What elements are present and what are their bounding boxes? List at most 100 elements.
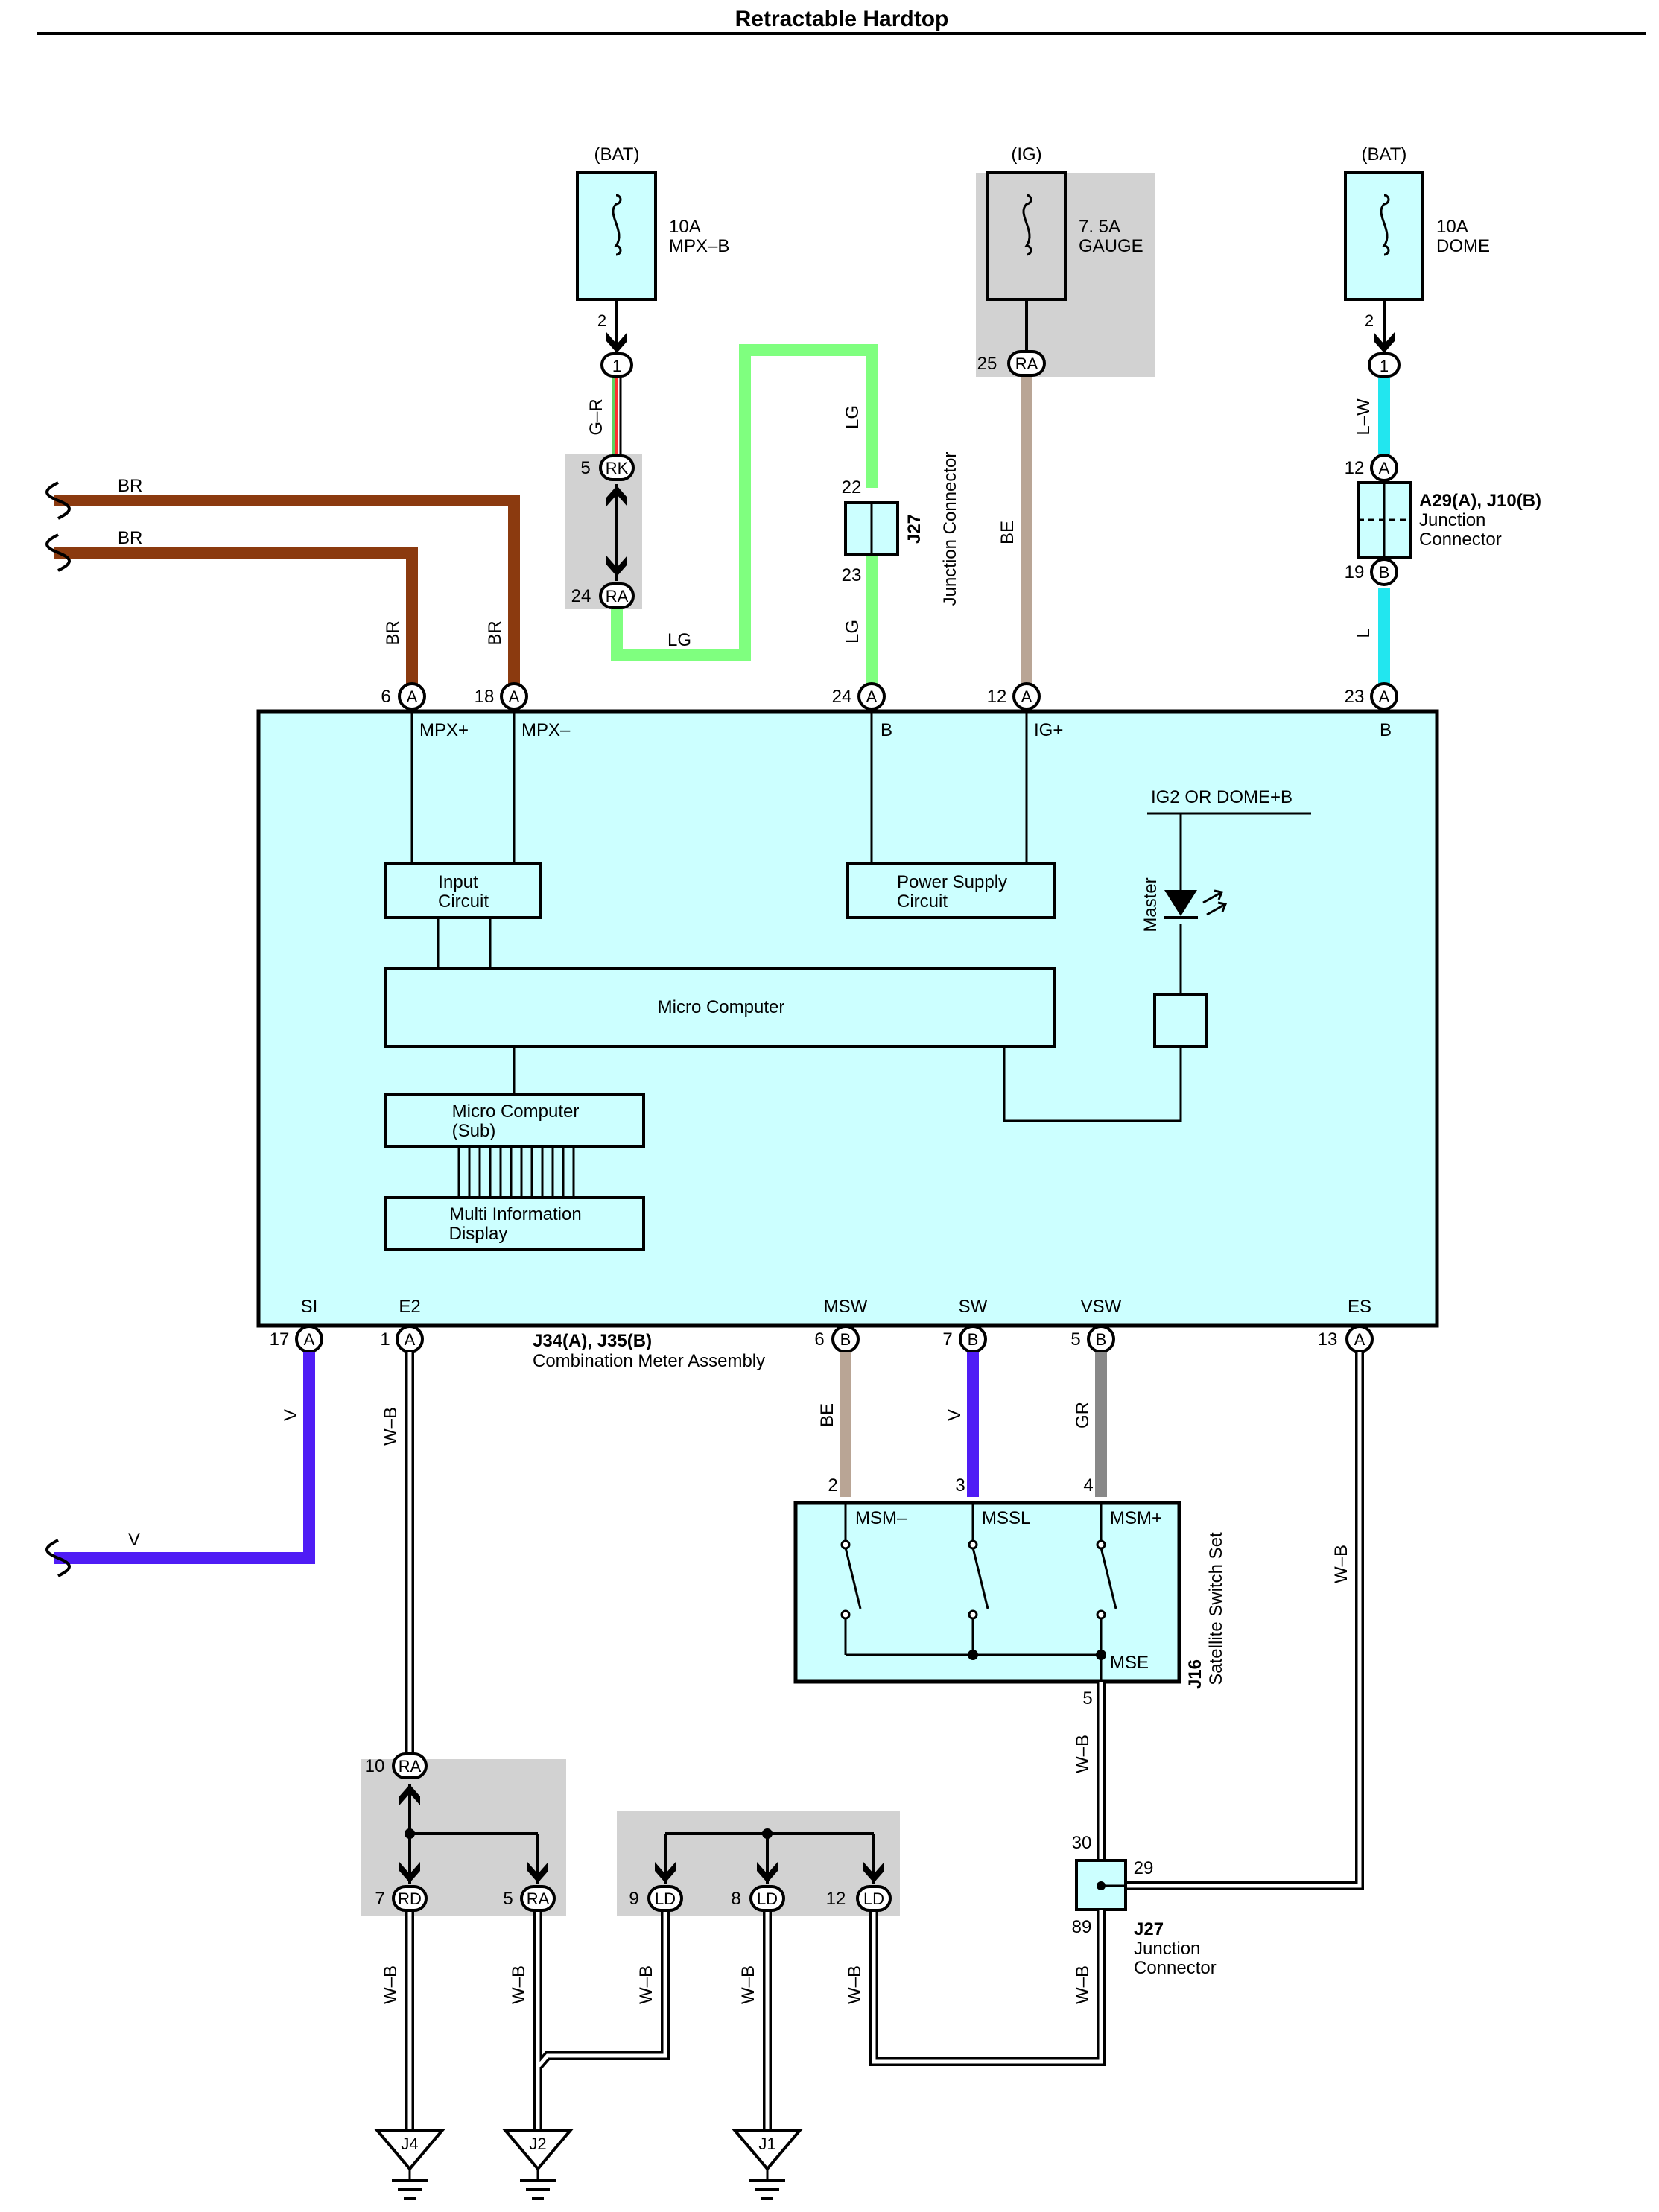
arrow-up-icon (399, 1784, 420, 1805)
svg-text:MSM–: MSM– (855, 1508, 907, 1528)
svg-text:2: 2 (597, 311, 606, 330)
svg-text:W–B: W–B (845, 1965, 865, 2004)
satellite-switch-pins: 2 3 4 MSM– MSSL MSM+ MSE 5 (828, 1475, 1162, 1709)
svg-text:Input: Input (438, 872, 478, 892)
svg-text:V: V (281, 1409, 301, 1421)
meter-pin-sw: SW B 7 (942, 1297, 988, 1353)
wire-br-1 (54, 495, 520, 689)
svg-text:5: 5 (1082, 1688, 1092, 1709)
svg-text:MSM+: MSM+ (1110, 1508, 1162, 1528)
svg-text:12: 12 (826, 1889, 846, 1909)
svg-text:B: B (881, 720, 892, 740)
meter-pin-mpx-plus: A 6 MPX+ (381, 682, 469, 740)
svg-text:J2: J2 (529, 2135, 546, 2153)
svg-text:23: 23 (842, 565, 862, 585)
svg-text:B: B (840, 1330, 851, 1349)
svg-text:5: 5 (1070, 1329, 1080, 1350)
svg-text:5: 5 (503, 1889, 513, 1909)
page-title: Retractable Hardtop (735, 7, 949, 31)
svg-text:(IG): (IG) (1011, 144, 1041, 165)
svg-text:24: 24 (571, 586, 591, 606)
svg-text:B: B (1096, 1330, 1107, 1349)
svg-text:(BAT): (BAT) (1362, 144, 1407, 165)
svg-text:MSW: MSW (824, 1297, 868, 1317)
svg-text:BR: BR (485, 620, 505, 645)
svg-text:(BAT): (BAT) (594, 144, 640, 165)
svg-text:10: 10 (365, 1756, 385, 1776)
svg-text:23: 23 (1345, 687, 1365, 707)
svg-text:W–B: W–B (381, 1407, 401, 1446)
svg-text:RK: RK (606, 459, 629, 477)
meter-pin-si: SI A 17 (270, 1297, 323, 1353)
svg-text:MSE: MSE (1110, 1653, 1149, 1673)
svg-text:RA: RA (399, 1757, 422, 1776)
svg-text:A: A (407, 687, 418, 706)
svg-text:A: A (304, 1330, 315, 1349)
svg-text:Circuit: Circuit (897, 892, 948, 912)
svg-text:W–B: W–B (1331, 1545, 1351, 1583)
arrow-down-icon (606, 556, 627, 576)
svg-text:1: 1 (612, 357, 621, 375)
svg-text:L–W: L–W (1354, 398, 1374, 436)
fuse-mpx-b-connector: 1 (600, 352, 633, 378)
wire-w-b-es (1126, 1352, 1364, 1890)
svg-text:Connector: Connector (1134, 1958, 1217, 1978)
svg-text:MPX+: MPX+ (419, 720, 469, 740)
svg-text:Master: Master (1141, 877, 1161, 932)
svg-text:GR: GR (1073, 1402, 1093, 1428)
wire-w-b-lower (405, 1910, 1106, 2130)
svg-text:B: B (1379, 563, 1390, 582)
svg-text:LD: LD (655, 1890, 676, 1908)
svg-text:MPX–: MPX– (521, 720, 571, 740)
master-indicator-led: Master (1141, 877, 1228, 932)
connector-ld-9: LD 9 (629, 1885, 683, 1912)
svg-text:MPX–B: MPX–B (669, 236, 729, 256)
svg-text:W–B: W–B (509, 1965, 529, 2004)
svg-text:A: A (1379, 687, 1390, 706)
wire-g-r (612, 374, 622, 456)
svg-text:LG: LG (843, 405, 863, 429)
connector-rd-7: RD 7 (375, 1885, 428, 1912)
svg-text:12: 12 (987, 687, 1007, 707)
power-supply-circuit-block: Power Supply Circuit (846, 862, 1056, 919)
meter-pin-ig-plus: A 12 IG+ (987, 682, 1063, 740)
svg-text:A: A (509, 687, 520, 706)
svg-text:W–B: W–B (1073, 1965, 1093, 2004)
connector-gauge-ra: RA 25 (977, 350, 1046, 377)
meter-name: Combination Meter Assembly (533, 1351, 765, 1371)
connector-ld-8: LD 8 (731, 1885, 785, 1912)
ground-j1-icon: J1 (731, 2129, 804, 2200)
connector-a29-b: B 19 (1345, 558, 1398, 586)
svg-text:1: 1 (1380, 357, 1389, 375)
svg-text:J1: J1 (758, 2135, 775, 2153)
svg-text:W–B: W–B (1073, 1735, 1093, 1773)
wire-break-icon (45, 481, 71, 520)
svg-text:A29(A), J10(B): A29(A), J10(B) (1419, 491, 1541, 511)
connector-a29-a: A 12 (1345, 454, 1398, 482)
wire-v-si (54, 1352, 315, 1564)
svg-text:LG: LG (843, 620, 863, 643)
svg-text:12: 12 (1345, 458, 1365, 478)
wire-br-2 (54, 547, 418, 689)
svg-text:SW: SW (959, 1297, 988, 1317)
micro-computer-block: Micro Computer (384, 967, 1056, 1048)
svg-text:A: A (1379, 459, 1390, 477)
meter-pin-msw: MSW B 6 (814, 1297, 868, 1353)
svg-text:BE: BE (997, 521, 1018, 544)
wire-break-icon (45, 533, 71, 572)
a29-j10-junction-connector: A29(A), J10(B) Junction Connector (1357, 481, 1541, 559)
shade-rk-ra (565, 454, 642, 609)
fuse-dome: (BAT) 10A DOME (1344, 144, 1490, 301)
meter-pin-mpx-minus: A 18 MPX– (475, 682, 571, 740)
meter-pin-es: ES A 13 (1318, 1297, 1374, 1353)
arrow-down-icon (1374, 332, 1395, 353)
connector-ra-5: RA 5 (503, 1885, 556, 1912)
fuse-gauge: (IG) 7. 5A GAUGE (986, 144, 1143, 301)
j27-top-connector: 22 23 J27 Junction Connector (842, 452, 960, 606)
svg-text:Power Supply: Power Supply (897, 872, 1007, 892)
svg-text:RA: RA (1015, 355, 1038, 373)
svg-text:Junction: Junction (1134, 1939, 1200, 1959)
svg-text:A: A (1354, 1330, 1365, 1349)
svg-text:V: V (945, 1409, 965, 1421)
svg-text:ES: ES (1348, 1297, 1371, 1317)
